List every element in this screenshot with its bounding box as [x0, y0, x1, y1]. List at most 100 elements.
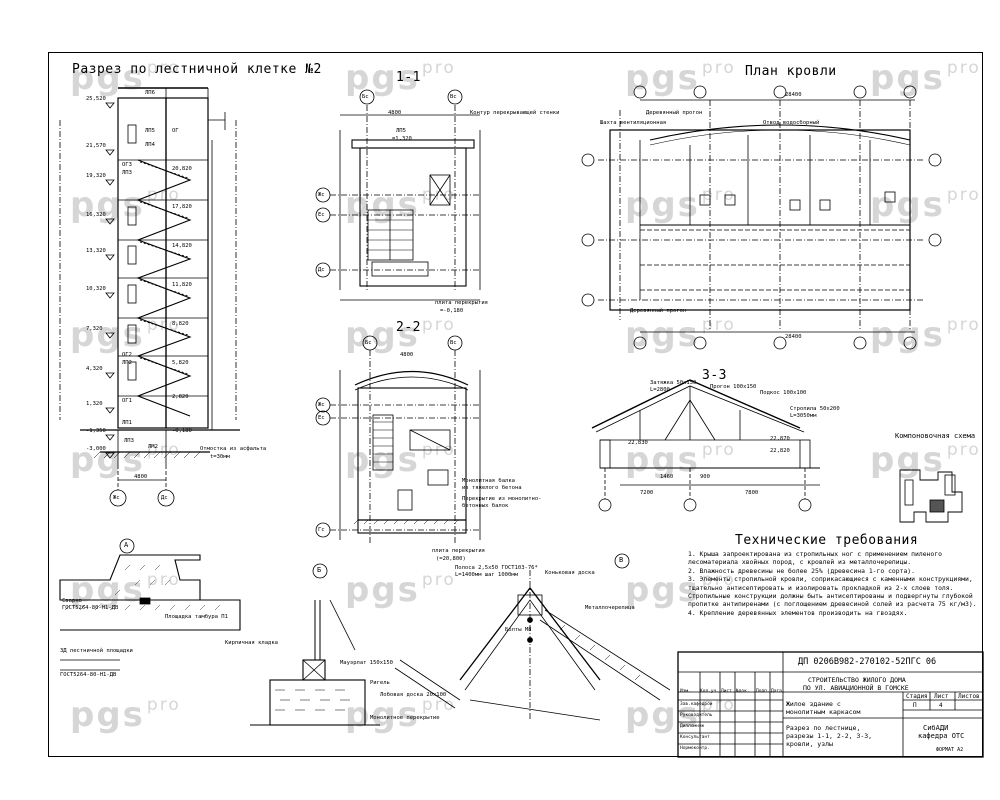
role-label: Консультант	[680, 735, 710, 740]
stair-label: ОГ2	[122, 352, 132, 358]
role-label: Нормоконтр.	[680, 746, 710, 751]
axis-label: Бс	[365, 340, 372, 346]
level-mark: 10,320	[86, 286, 106, 292]
layout-scheme	[899, 469, 963, 523]
level-mark: 22,820	[770, 448, 790, 454]
dimension: 28400	[785, 334, 802, 340]
truss-note: Прогон 100х150	[710, 384, 757, 390]
node-b	[250, 563, 461, 726]
title-block-grid	[677, 651, 984, 758]
axis-label: Гс	[318, 527, 325, 533]
roof-note: Деревянный прогон	[646, 110, 703, 116]
node-note: Болты М8	[505, 627, 532, 633]
axis-label: Дс	[161, 495, 168, 501]
node-note: ГОСТ5264-80-Н1-ДВ	[62, 605, 119, 611]
project-name: СТРОИТЕЛЬСТВО ЖИЛОГО ДОМА	[808, 676, 906, 684]
contour-note: Контур перекрывающей стенки	[470, 110, 560, 116]
title-block: ДП 0206В982-270102-52ПГС 06 СТРОИТЕЛЬСТВ…	[678, 652, 983, 757]
level-mark: -1,350	[86, 428, 106, 434]
node-note: Коньковая доска	[545, 570, 595, 576]
landing-level: -0,180	[172, 428, 192, 434]
sheet-header: Лист	[934, 693, 949, 700]
axis-label: Ес	[318, 415, 325, 421]
col-header: Лист	[721, 689, 732, 694]
axis-label: Жс	[318, 402, 325, 408]
dimension: 4800	[400, 352, 414, 358]
sheet-description-2: разрезы 1-1, 2-2, 3-3,	[786, 732, 873, 740]
level-mark: 16,320	[86, 212, 106, 218]
document-code: ДП 0206В982-270102-52ПГС 06	[798, 657, 937, 667]
stair-label: ЛМ2	[148, 444, 158, 450]
axis-label: Вс	[450, 94, 457, 100]
stage-value: П	[913, 702, 917, 709]
requirement-line: 3. Элементы стропильной кровли, соприкас…	[688, 575, 973, 584]
col-header: Подп.	[756, 689, 770, 694]
node-note: Площадка тамбура П1	[165, 614, 228, 620]
roof-plan-title: План кровли	[745, 64, 837, 79]
truss-note: Подкос 100х100	[760, 390, 807, 396]
node-note: Металлочерепица	[585, 605, 635, 611]
col-header: Кол.уч.	[700, 689, 719, 694]
sheet-value: 4	[939, 702, 943, 709]
axis-label: Ес	[318, 212, 325, 218]
dimension: 7200	[640, 490, 654, 496]
format-label: ФОРМАТ А2	[936, 747, 964, 753]
axis-label: Жс	[318, 192, 325, 198]
slab-level: (=20,800)	[436, 556, 466, 562]
requirement-line: лесоматериала хвойных пород, с кровлей и…	[688, 558, 912, 567]
col-header: №док.	[736, 689, 750, 694]
section-3-3-title: 3-3	[702, 368, 727, 383]
sheets-header: Листов	[958, 693, 980, 700]
requirement-line: пропитке антипиренами (с поглощением дре…	[688, 600, 977, 609]
landing-level: 20,820	[172, 166, 192, 172]
layout-scheme-title: Компоновочная схема	[895, 432, 976, 440]
floor-note-2: бетонных балок	[462, 503, 509, 509]
stair-section	[59, 87, 240, 507]
slab-level: =-0,180	[440, 308, 464, 314]
section-3-3	[591, 379, 820, 512]
node-note: ГОСТ5264-80-Н1-ДВ	[60, 672, 117, 678]
landing-level: 11,820	[172, 282, 192, 288]
level-mark: 1,320	[86, 401, 103, 407]
requirements-title: Технические требования	[735, 533, 919, 548]
col-header: Изм.	[680, 689, 691, 694]
stair-label: ОГ1	[122, 398, 132, 404]
level-mark: 19,320	[86, 173, 106, 179]
level-mark: -3,000	[86, 446, 106, 452]
stair-label: ЛП3	[122, 170, 132, 176]
dimension: 1460	[660, 474, 674, 480]
node-note: Полоса 2,5х50 ГОСТ103-76*	[455, 565, 538, 571]
slab-note: плита перекрытия	[432, 548, 485, 554]
sheet-description-3: кровли, узлы	[786, 740, 833, 748]
paving-thickness: t=30мм	[210, 454, 230, 460]
roof-note: Деревянный прогон	[630, 308, 687, 314]
node-note: Монолитное перекрытие	[370, 715, 440, 721]
axis-label: Дс	[318, 267, 325, 273]
section-2-2-title: 2-2	[396, 320, 421, 335]
section-1-1	[315, 89, 481, 301]
node-v	[459, 553, 671, 721]
truss-note: L=3050мм	[790, 413, 817, 419]
stair-label: ЛП4	[145, 142, 155, 148]
truss-note: Затяжка 50х150	[650, 380, 697, 386]
node-note: ЗД лестничной площадки	[60, 648, 133, 654]
organization-dept: кафедра ОТС	[918, 732, 965, 740]
stair-label: ЛП1	[122, 420, 132, 426]
role-label: Зав.кафедрой	[680, 702, 713, 707]
project-name-2: ПО УЛ. АВИАЦИОННОЙ В ГОМСКЕ	[803, 684, 909, 692]
sheet-description: Разрез по лестнице,	[786, 724, 861, 732]
requirement-line: тщательно антисептировать и изолировать …	[688, 583, 954, 592]
requirement-line: 2. Влажность древесины не более 25% (дре…	[688, 566, 916, 575]
dimension: 900	[700, 474, 710, 480]
stair-section-title: Разрез по лестничной клетке №2	[72, 62, 322, 77]
organization: СибАДИ	[923, 724, 949, 732]
node-b-label: Б	[317, 566, 322, 574]
role-label: Дипломник	[680, 724, 705, 729]
axis-label: Вс	[450, 340, 457, 346]
role-label: Руководитель	[680, 713, 713, 718]
level-mark: 13,320	[86, 248, 106, 254]
level-mark: 22,870	[770, 436, 790, 442]
level-mark: 21,570	[86, 143, 106, 149]
dimension: 4800	[134, 474, 148, 480]
stair-label: ОГ3	[122, 162, 132, 168]
